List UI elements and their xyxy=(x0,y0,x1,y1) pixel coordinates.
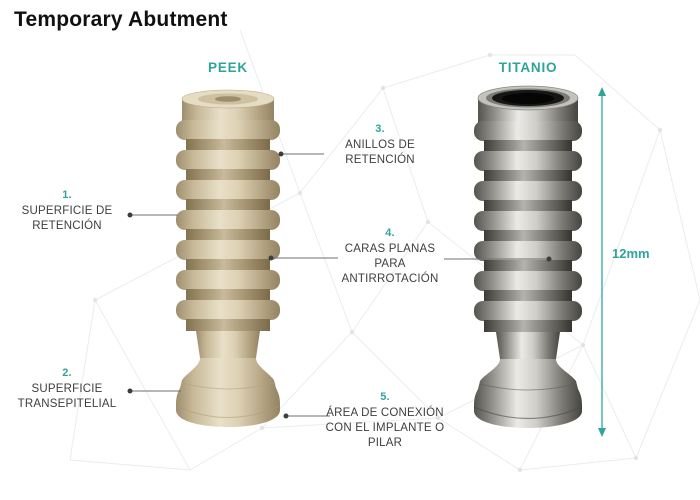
annotation-label: ANILLOS DE RETENCIÓN xyxy=(345,139,415,167)
page-title: Temporary Abutment xyxy=(14,8,228,31)
annotation-number: 3. xyxy=(375,123,385,135)
annotation-number: 4. xyxy=(385,227,395,239)
annotation-label: SUPERFICIE TRANSEPITELIAL xyxy=(17,383,117,411)
product-label-titanio: TITANIO xyxy=(498,60,558,75)
annotation-number: 5. xyxy=(380,391,390,403)
product-label-peek: PEEK xyxy=(208,60,248,75)
annotation-anillos-retencion: 3. ANILLOS DE RETENCIÓN xyxy=(328,122,432,168)
annotation-number: 2. xyxy=(62,367,72,379)
annotation-superficie-retencion: 1. SUPERFICIE DE RETENCIÓN xyxy=(8,188,126,234)
titanio-abutment-illustration xyxy=(473,85,583,428)
annotation-label: CARAS PLANAS PARA ANTIRROTACIÓN xyxy=(341,243,439,286)
dimension-arrow xyxy=(598,87,606,437)
dimension-label: 12mm xyxy=(612,246,650,261)
annotation-area-conexion: 5. ÁREA DE CONEXIÓN CON EL IMPLANTE O PI… xyxy=(322,390,448,451)
peek-abutment-illustration xyxy=(175,89,281,427)
annotation-label: SUPERFICIE DE RETENCIÓN xyxy=(21,205,113,233)
annotation-caras-planas: 4. CARAS PLANAS PARA ANTIRROTACIÓN xyxy=(340,226,440,287)
annotation-superficie-transepitelial: 2. SUPERFICIE TRANSEPITELIAL xyxy=(8,366,126,412)
annotation-number: 1. xyxy=(62,189,72,201)
annotation-label: ÁREA DE CONEXIÓN CON EL IMPLANTE O PILAR xyxy=(325,407,445,450)
